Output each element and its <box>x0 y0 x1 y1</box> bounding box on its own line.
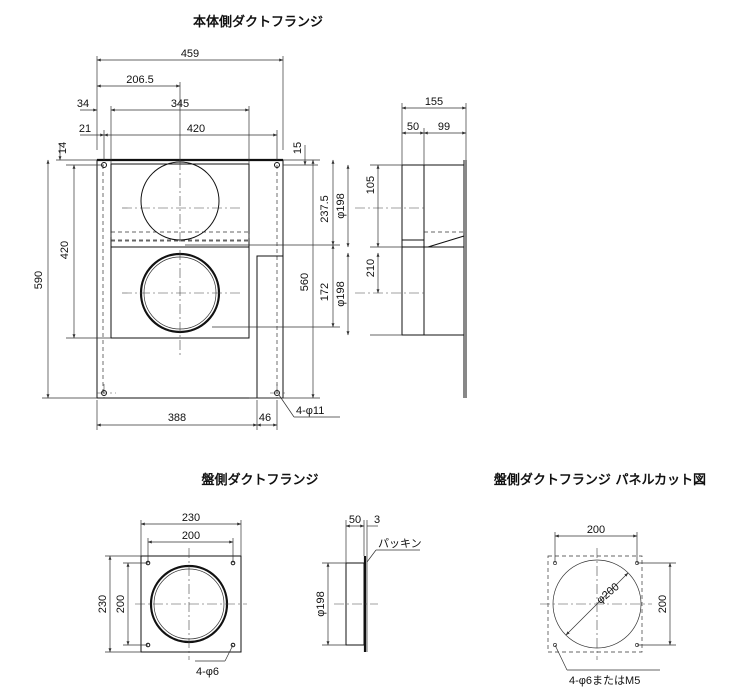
panel-flange-front-view <box>135 548 247 660</box>
main-front-view <box>96 158 286 399</box>
dim-420-vertical: 420 <box>59 241 71 259</box>
panel-flange-side-dimensions: 50 3 パッキン φ198 <box>315 514 422 646</box>
dim-560: 560 <box>299 273 311 291</box>
dim-459: 459 <box>181 48 199 60</box>
dim-15: 15 <box>292 142 304 154</box>
dim-99: 99 <box>438 121 450 133</box>
dim-105: 105 <box>365 176 377 194</box>
main-side-dimensions: 155 50 99 φ198 φ198 105 210 <box>335 96 467 336</box>
dim-345: 345 <box>171 98 189 110</box>
dim-phi-200: φ200 <box>594 581 621 607</box>
dim-200-cutout-right: 200 <box>657 595 669 613</box>
dim-21: 21 <box>79 123 91 135</box>
dim-50: 50 <box>407 121 419 133</box>
dim-phi-198-upper: φ198 <box>335 193 347 219</box>
title-panel-cutout: 盤側ダクトフランジ パネルカット図 <box>493 472 706 488</box>
panel-cutout-dimensions: 200 200 4-φ6またはM5 <box>554 524 676 687</box>
panel-cutout-view: φ200 <box>540 548 652 660</box>
dim-200-cutout-top: 200 <box>587 524 605 536</box>
dim-3: 3 <box>374 514 380 526</box>
title-panel-flange: 盤側ダクトフランジ <box>200 472 318 488</box>
dim-50-panel: 50 <box>349 514 361 526</box>
label-holes-phi-11: 4-φ11 <box>296 405 324 417</box>
label-holes-phi-6: 4-φ6 <box>196 666 219 678</box>
dim-34: 34 <box>77 98 89 110</box>
label-gasket: パッキン <box>378 537 422 550</box>
dim-172: 172 <box>319 283 331 301</box>
dim-420-top: 420 <box>187 123 205 135</box>
dim-200-left: 200 <box>115 595 127 613</box>
dim-210: 210 <box>365 259 377 277</box>
dim-155: 155 <box>425 96 443 108</box>
dim-14: 14 <box>57 142 69 154</box>
dim-230-top: 230 <box>182 512 200 524</box>
dim-590: 590 <box>33 271 45 289</box>
panel-flange-side-view <box>334 556 378 652</box>
dim-200-top: 200 <box>182 530 200 542</box>
main-front-dimensions: 459 206.5 34 345 21 420 14 15 590 <box>33 48 340 430</box>
main-side-view <box>355 160 467 398</box>
dim-phi-198-lower: φ198 <box>335 281 347 307</box>
title-main-flange: 本体側ダクトフランジ <box>193 14 323 30</box>
panel-flange-front-dimensions: 230 200 230 200 4-φ6 <box>97 512 242 678</box>
label-holes-phi-6-or-m5: 4-φ6またはM5 <box>569 674 640 687</box>
dim-237-5: 237.5 <box>319 195 331 223</box>
dim-388: 388 <box>168 412 186 424</box>
dim-phi-198-panel: φ198 <box>315 591 327 617</box>
dim-230-left: 230 <box>97 595 109 613</box>
dim-46: 46 <box>259 412 271 424</box>
dim-206-5: 206.5 <box>126 74 154 86</box>
